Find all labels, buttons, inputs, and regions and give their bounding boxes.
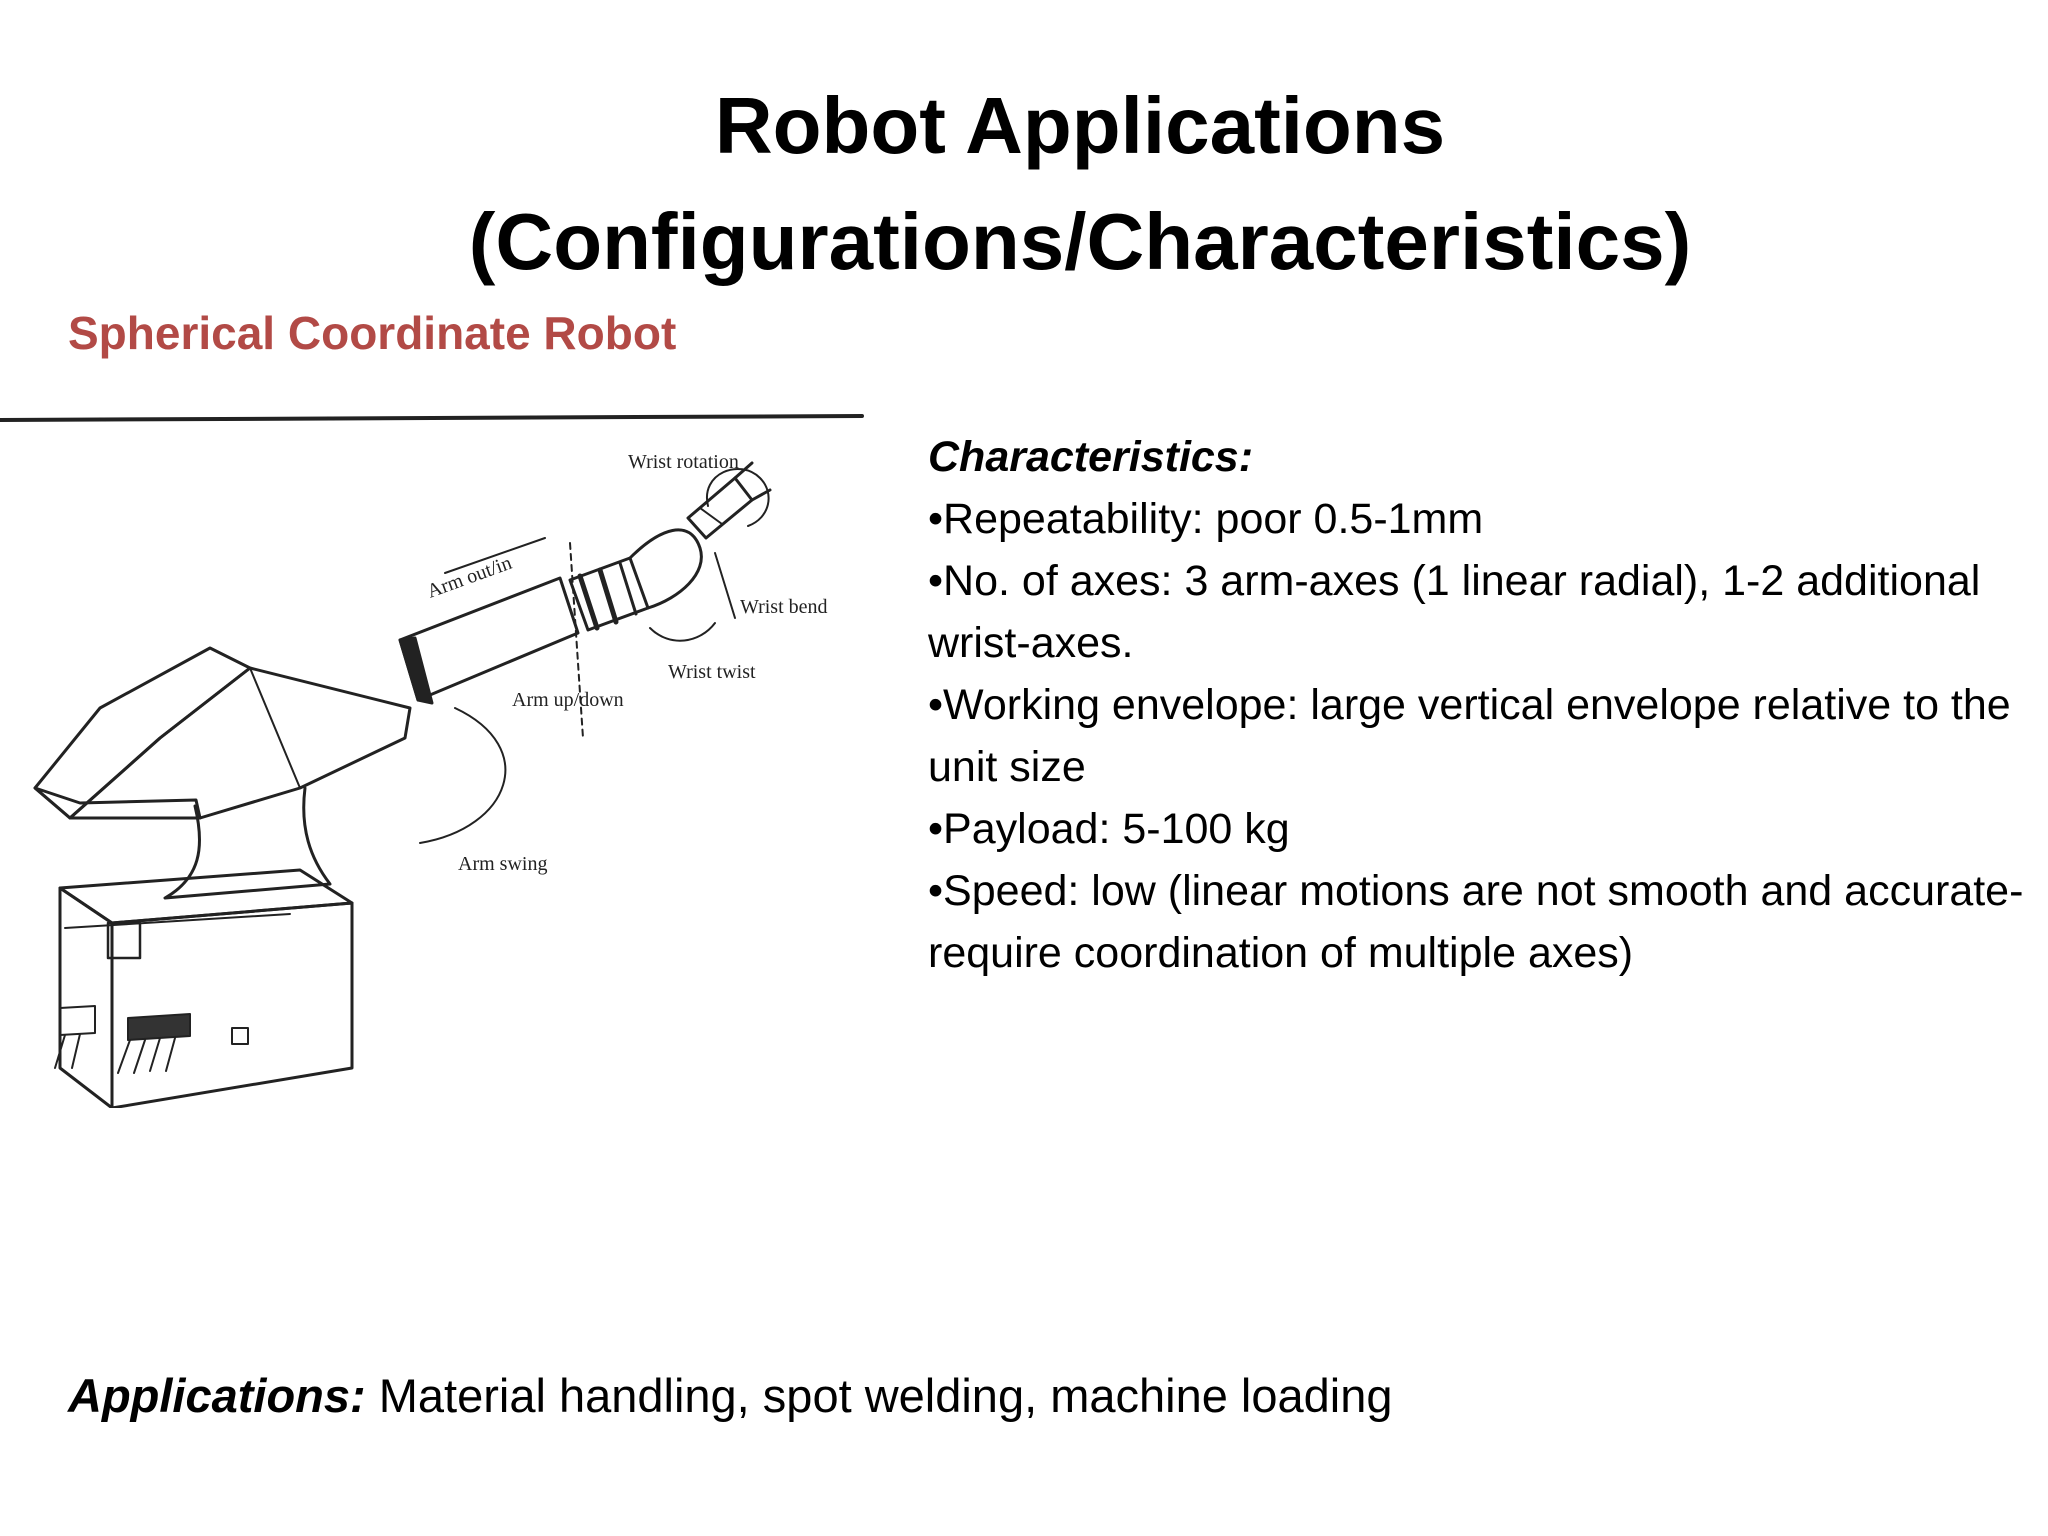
characteristic-payload: •Payload: 5-100 kg <box>928 805 1290 853</box>
robot-type-heading: Spherical Coordinate Robot <box>68 307 677 359</box>
robot-arm <box>398 556 650 705</box>
robot-shoulder <box>33 646 412 820</box>
characteristic-speed: •Speed: low (linear motions are not smoo… <box>928 867 2024 977</box>
characteristic-repeatability: •Repeatability: poor 0.5-1mm <box>928 495 1484 543</box>
label-wrist-twist: Wrist twist <box>668 661 756 683</box>
spherical-robot-diagram: Wrist rotation Arm out/in Wrist bend Wri… <box>0 414 864 1108</box>
applications-text: Material handling, spot welding, machine… <box>365 1369 1393 1422</box>
arm-up-down-arrow <box>569 542 584 739</box>
applications-line: Applications: Material handling, spot we… <box>68 1368 1392 1423</box>
slide-title: Robot Applications (Configurations/Chara… <box>0 68 2048 300</box>
robot-pedestal <box>163 786 332 900</box>
applications-label: Applications: <box>68 1369 366 1422</box>
characteristics-block: Characteristics: •Repeatability: poor 0.… <box>928 426 2028 984</box>
panel-square <box>106 921 142 960</box>
characteristic-axes: •No. of axes: 3 arm-axes (1 linear radia… <box>928 557 1981 667</box>
robot-wrist <box>628 461 772 610</box>
characteristics-heading: Characteristics: <box>928 433 1254 481</box>
robot-base <box>54 868 354 1108</box>
title-line-2: (Configurations/Characteristics) <box>468 197 1692 286</box>
motion-arrows <box>419 468 770 844</box>
label-arm-out-in: Arm out/in <box>424 552 515 603</box>
arm-swing-arrow <box>419 707 507 844</box>
title-line-1: Robot Applications <box>714 81 1446 170</box>
characteristic-working-envelope: •Working envelope: large vertical envelo… <box>928 681 2011 791</box>
wrist-twist-arrow <box>649 622 716 642</box>
label-wrist-rotation: Wrist rotation <box>628 451 739 473</box>
label-arm-up-down: Arm up/down <box>512 689 624 711</box>
figure-top-rule <box>0 414 864 422</box>
wrist-bend-arrow <box>714 552 736 619</box>
label-arm-swing: Arm swing <box>458 853 547 875</box>
arm-out-in-arrow <box>444 537 546 574</box>
wrist-rotation-arrow <box>705 468 770 527</box>
label-wrist-bend: Wrist bend <box>740 596 828 618</box>
